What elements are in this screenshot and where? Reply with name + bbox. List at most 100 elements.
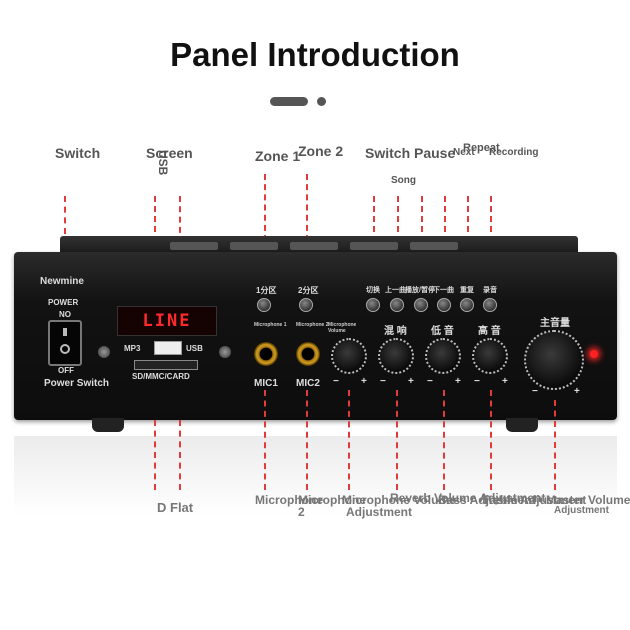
device-foot (92, 418, 124, 432)
callout-song: Song (391, 175, 416, 186)
minus-sign: − (333, 376, 339, 387)
device-reflection (14, 436, 617, 516)
callout-line (264, 390, 266, 490)
callout-switch: Switch (55, 145, 101, 161)
callout-microphone-2: Microphone (298, 493, 366, 507)
mic-volume-small-label: Microphone Volume (328, 322, 357, 334)
callout-line (348, 390, 350, 490)
callout-line (264, 174, 266, 292)
callout-next: Next (453, 147, 475, 158)
minus-sign: − (532, 386, 538, 397)
callout-master-volume: Master Volume (546, 493, 630, 507)
callout-d-flat: D Flat (157, 500, 194, 515)
lcd-text: LINE (142, 311, 192, 331)
sd-card-label: SD/MMC/CARD (132, 372, 190, 381)
vent (230, 242, 278, 250)
minus-sign: − (474, 376, 480, 387)
mic-1-small-label: Microphone 1 (254, 322, 287, 328)
prev-btn-label: 上一曲 (385, 287, 406, 294)
treble-knob[interactable] (472, 338, 508, 374)
power-on-label: NO (59, 310, 71, 319)
bass-knob[interactable] (425, 338, 461, 374)
repeat-btn-label: 重复 (460, 287, 474, 294)
callout-zone-1: Zone 1 (255, 148, 301, 164)
master-volume-label: 主音量 (540, 318, 570, 329)
callout-line (396, 390, 398, 490)
mic-1-label: MIC1 (254, 378, 278, 389)
plus-sign: + (361, 376, 367, 387)
switch-btn-label: 切换 (366, 287, 380, 294)
power-on-mark-icon (63, 328, 67, 336)
callout-line (64, 196, 66, 266)
zone-2-button[interactable] (299, 298, 313, 312)
mic-2-label: MIC2 (296, 378, 320, 389)
callout-line (306, 390, 308, 490)
zone-1-button[interactable] (257, 298, 271, 312)
prev-song-button[interactable] (390, 298, 404, 312)
title-decoration-dot (317, 97, 326, 106)
mp3-label: MP3 (124, 344, 141, 353)
callout-reverb: Reverb Volume Adjustment (390, 491, 546, 505)
callout-line (490, 390, 492, 490)
title-decoration-pill (270, 97, 308, 106)
reverb-knob[interactable] (378, 338, 414, 374)
plus-sign: + (574, 386, 580, 397)
callout-treble: Treble Adjustment (482, 493, 587, 507)
mic-2-small-label: Microphone 2 (296, 322, 329, 328)
usb-port[interactable] (154, 341, 182, 355)
callout-bass: Bass Adjustment (438, 493, 536, 507)
brand-label: Newmine (40, 276, 84, 287)
callout-line (154, 420, 156, 490)
zone-2-label: 2分区 (298, 286, 319, 295)
mic-1-jack[interactable] (254, 342, 278, 366)
plus-sign: + (502, 376, 508, 387)
plus-sign: + (455, 376, 461, 387)
usb-label: USB (186, 344, 203, 353)
treble-label: 高 音 (478, 326, 501, 337)
power-switch[interactable] (48, 320, 82, 366)
callout-zone-2: Zone 2 (298, 143, 344, 159)
pause-btn-label: 播放/暂停 (405, 287, 435, 294)
plus-sign: + (408, 376, 414, 387)
callout-screen: Screen (146, 145, 193, 161)
switch-button[interactable] (366, 298, 380, 312)
callout-mic-volume: Microphone Volume (342, 493, 456, 507)
sd-card-slot[interactable] (134, 360, 198, 370)
callout-usb: USB (156, 150, 170, 176)
callout-mic-volume-2: Adjustment (346, 505, 412, 519)
master-volume-knob[interactable] (524, 330, 584, 390)
page-title: Panel Introduction (170, 36, 460, 73)
mic-2-jack[interactable] (296, 342, 320, 366)
next-song-button[interactable] (437, 298, 451, 312)
callout-line (554, 400, 556, 490)
mic-volume-knob[interactable] (331, 338, 367, 374)
callout-switch-2: Switch (365, 145, 411, 161)
vent (350, 242, 398, 250)
callout-line (306, 174, 308, 292)
screw-icon (219, 346, 231, 358)
vent (410, 242, 458, 250)
next-btn-label: 下一曲 (433, 287, 454, 294)
repeat-button[interactable] (460, 298, 474, 312)
record-button[interactable] (483, 298, 497, 312)
pause-button[interactable] (414, 298, 428, 312)
power-off-mark-icon (60, 344, 70, 354)
callout-microphone-1: Microphone (255, 493, 323, 507)
callout-recording: Recording (489, 147, 539, 158)
zone-1-label: 1分区 (256, 286, 277, 295)
lcd-screen: LINE (117, 306, 217, 336)
callout-pause: Pause (414, 145, 456, 161)
bass-label: 低 音 (431, 326, 454, 337)
record-btn-label: 录音 (483, 287, 497, 294)
reverb-label: 混 响 (384, 326, 407, 337)
amplifier-body (14, 252, 617, 420)
power-indicator-led (590, 350, 598, 358)
power-off-label: OFF (58, 366, 74, 375)
device-foot (506, 418, 538, 432)
callout-repeat: Repeat (463, 142, 500, 154)
minus-sign: − (380, 376, 386, 387)
callout-microphone-2-num: 2 (298, 505, 305, 519)
callout-line (443, 390, 445, 490)
vent (290, 242, 338, 250)
callout-master-volume-2: Adjustment (554, 505, 609, 516)
